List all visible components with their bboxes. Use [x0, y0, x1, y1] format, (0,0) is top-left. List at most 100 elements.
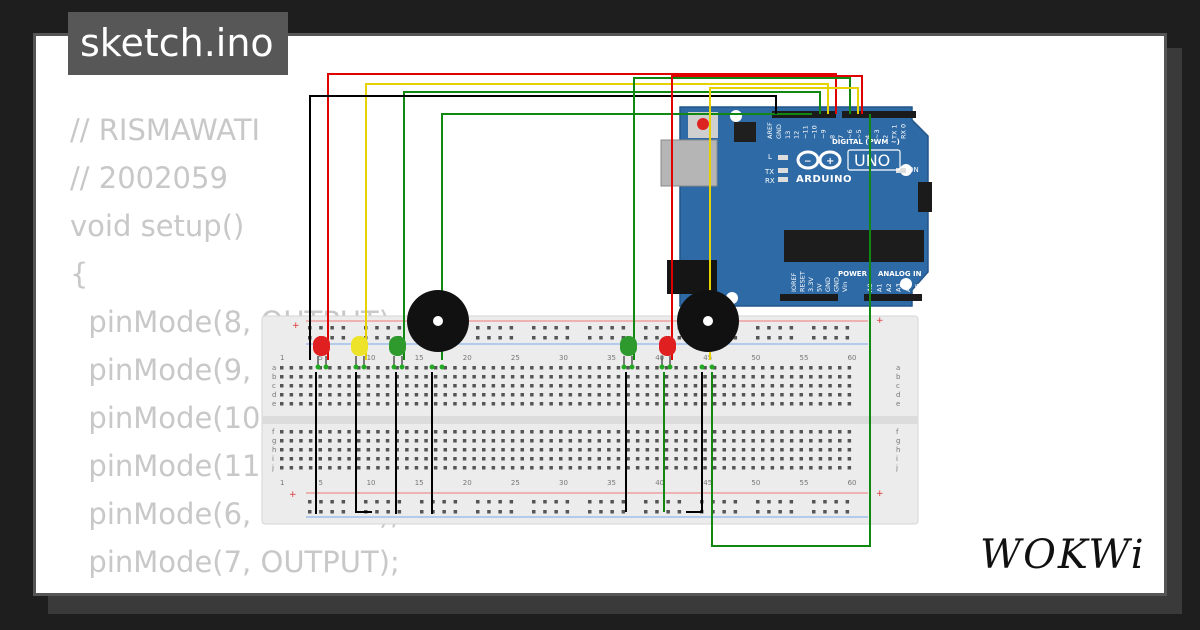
- column-number: 30: [559, 354, 568, 362]
- usb-port: [660, 139, 718, 187]
- row-letter: j: [271, 464, 274, 472]
- mounting-hole: [730, 110, 742, 122]
- column-number: 10: [367, 479, 376, 487]
- wire-green-loop: [711, 114, 871, 547]
- buzzer-1[interactable]: [407, 290, 469, 370]
- pin-label: 7: [837, 135, 845, 139]
- led-green-2[interactable]: [620, 336, 637, 370]
- column-number: 5: [319, 354, 323, 362]
- pin-label: Vin: [841, 282, 849, 292]
- row-letter: g: [896, 437, 900, 445]
- row-letter: e: [896, 400, 900, 408]
- column-number: 45: [703, 479, 712, 487]
- pin-label: ~9: [819, 129, 827, 139]
- led-yellow[interactable]: [351, 336, 368, 370]
- wire-black-gnd-rail-6: [686, 372, 703, 513]
- analog-in-label: ANALOG IN: [878, 270, 922, 278]
- wire-red-led1: [327, 73, 837, 360]
- wire-green-led3: [403, 91, 821, 360]
- column-number: 45: [703, 354, 712, 362]
- code-line: {: [70, 257, 89, 291]
- reset-button[interactable]: [697, 118, 709, 130]
- pin-label: A4: [904, 283, 912, 292]
- code-line: pinMode(7, OUTPUT);: [70, 545, 400, 579]
- column-number: 1: [280, 479, 284, 487]
- row-letter: a: [896, 364, 900, 372]
- pin-label: ~6: [846, 129, 854, 139]
- led-red-1[interactable]: [313, 336, 330, 370]
- led-green-1[interactable]: [389, 336, 406, 370]
- rail-plus-bottom: +: [289, 490, 297, 500]
- column-number: 40: [655, 479, 664, 487]
- arduino-uno-board[interactable]: − + ARDUINO UNO DIGITAL (PWM ~) POWER AN…: [660, 106, 932, 307]
- icsp-header: [918, 182, 932, 212]
- column-number: 10: [367, 354, 376, 362]
- wire-yellow-buzzer2: [709, 87, 859, 360]
- column-number: 20: [463, 479, 472, 487]
- row-letter: f: [896, 428, 899, 436]
- arduino-maker-label: ARDUINO: [796, 174, 852, 185]
- power-jack: [667, 260, 717, 294]
- digital-pwm-label: DIGITAL (PWM ~): [832, 138, 900, 146]
- pin-label: GND: [824, 277, 832, 292]
- led-red-2[interactable]: [659, 336, 676, 370]
- column-number: 25: [511, 479, 520, 487]
- column-number: 15: [415, 479, 424, 487]
- on-led-label: ON: [908, 166, 919, 174]
- pin-label: 12: [793, 131, 801, 139]
- column-number: 50: [751, 479, 760, 487]
- power-header: [780, 294, 838, 301]
- row-letter: c: [272, 382, 276, 390]
- code-line: void setup(): [70, 209, 245, 243]
- column-number: 50: [751, 354, 760, 362]
- wire-red-led5: [671, 75, 863, 360]
- row-letter: h: [896, 446, 900, 454]
- pin-label: ~11: [802, 125, 810, 139]
- column-number: 5: [319, 479, 323, 487]
- pin-label: GND: [833, 277, 841, 292]
- row-letter: e: [272, 400, 276, 408]
- sketch-title[interactable]: sketch.ino: [68, 12, 288, 75]
- tx-led-label: TX: [764, 168, 774, 176]
- wire-green-led4: [633, 77, 851, 360]
- rx-led-label: RX: [765, 177, 775, 185]
- svg-text:+: +: [826, 156, 834, 167]
- row-letter: g: [272, 437, 276, 445]
- row-letter: d: [896, 391, 900, 399]
- rail-plus-top-right: +: [876, 316, 884, 326]
- wire-black-gnd-rail-2: [355, 372, 372, 513]
- svg-text:WOKWi: WOKWi: [980, 532, 1146, 578]
- pin-label: RESET: [799, 271, 807, 292]
- atmega-chip: [784, 230, 924, 262]
- arduino-model-label: UNO: [854, 151, 890, 170]
- pin-label: AREF: [766, 122, 774, 139]
- column-number: 55: [800, 354, 809, 362]
- pin-label: ~5: [855, 129, 863, 139]
- pin-label: TX 1: [891, 124, 899, 140]
- pin-label: 13: [784, 131, 792, 139]
- pin-label: IOREF: [790, 272, 798, 292]
- wire-black-gnd: [309, 95, 777, 360]
- row-letter: c: [896, 382, 900, 390]
- pin-label: ~3: [873, 129, 881, 139]
- code-line: // 2002059: [70, 161, 228, 195]
- pin-label: ~10: [811, 125, 819, 139]
- column-number: 30: [559, 479, 568, 487]
- column-number: 1: [280, 354, 284, 362]
- pin-label: 2: [882, 135, 890, 139]
- column-number: 55: [800, 479, 809, 487]
- rail-plus-top: +: [292, 321, 300, 331]
- buzzer-2[interactable]: [677, 290, 739, 370]
- row-letter: j: [895, 464, 898, 472]
- column-number: 40: [655, 354, 664, 362]
- pin-label: 8: [828, 135, 836, 139]
- row-letter: i: [272, 455, 274, 463]
- digital-header-right: [842, 111, 916, 118]
- pin-label: A1: [876, 283, 884, 292]
- column-number: 20: [463, 354, 472, 362]
- analog-header: [864, 294, 922, 301]
